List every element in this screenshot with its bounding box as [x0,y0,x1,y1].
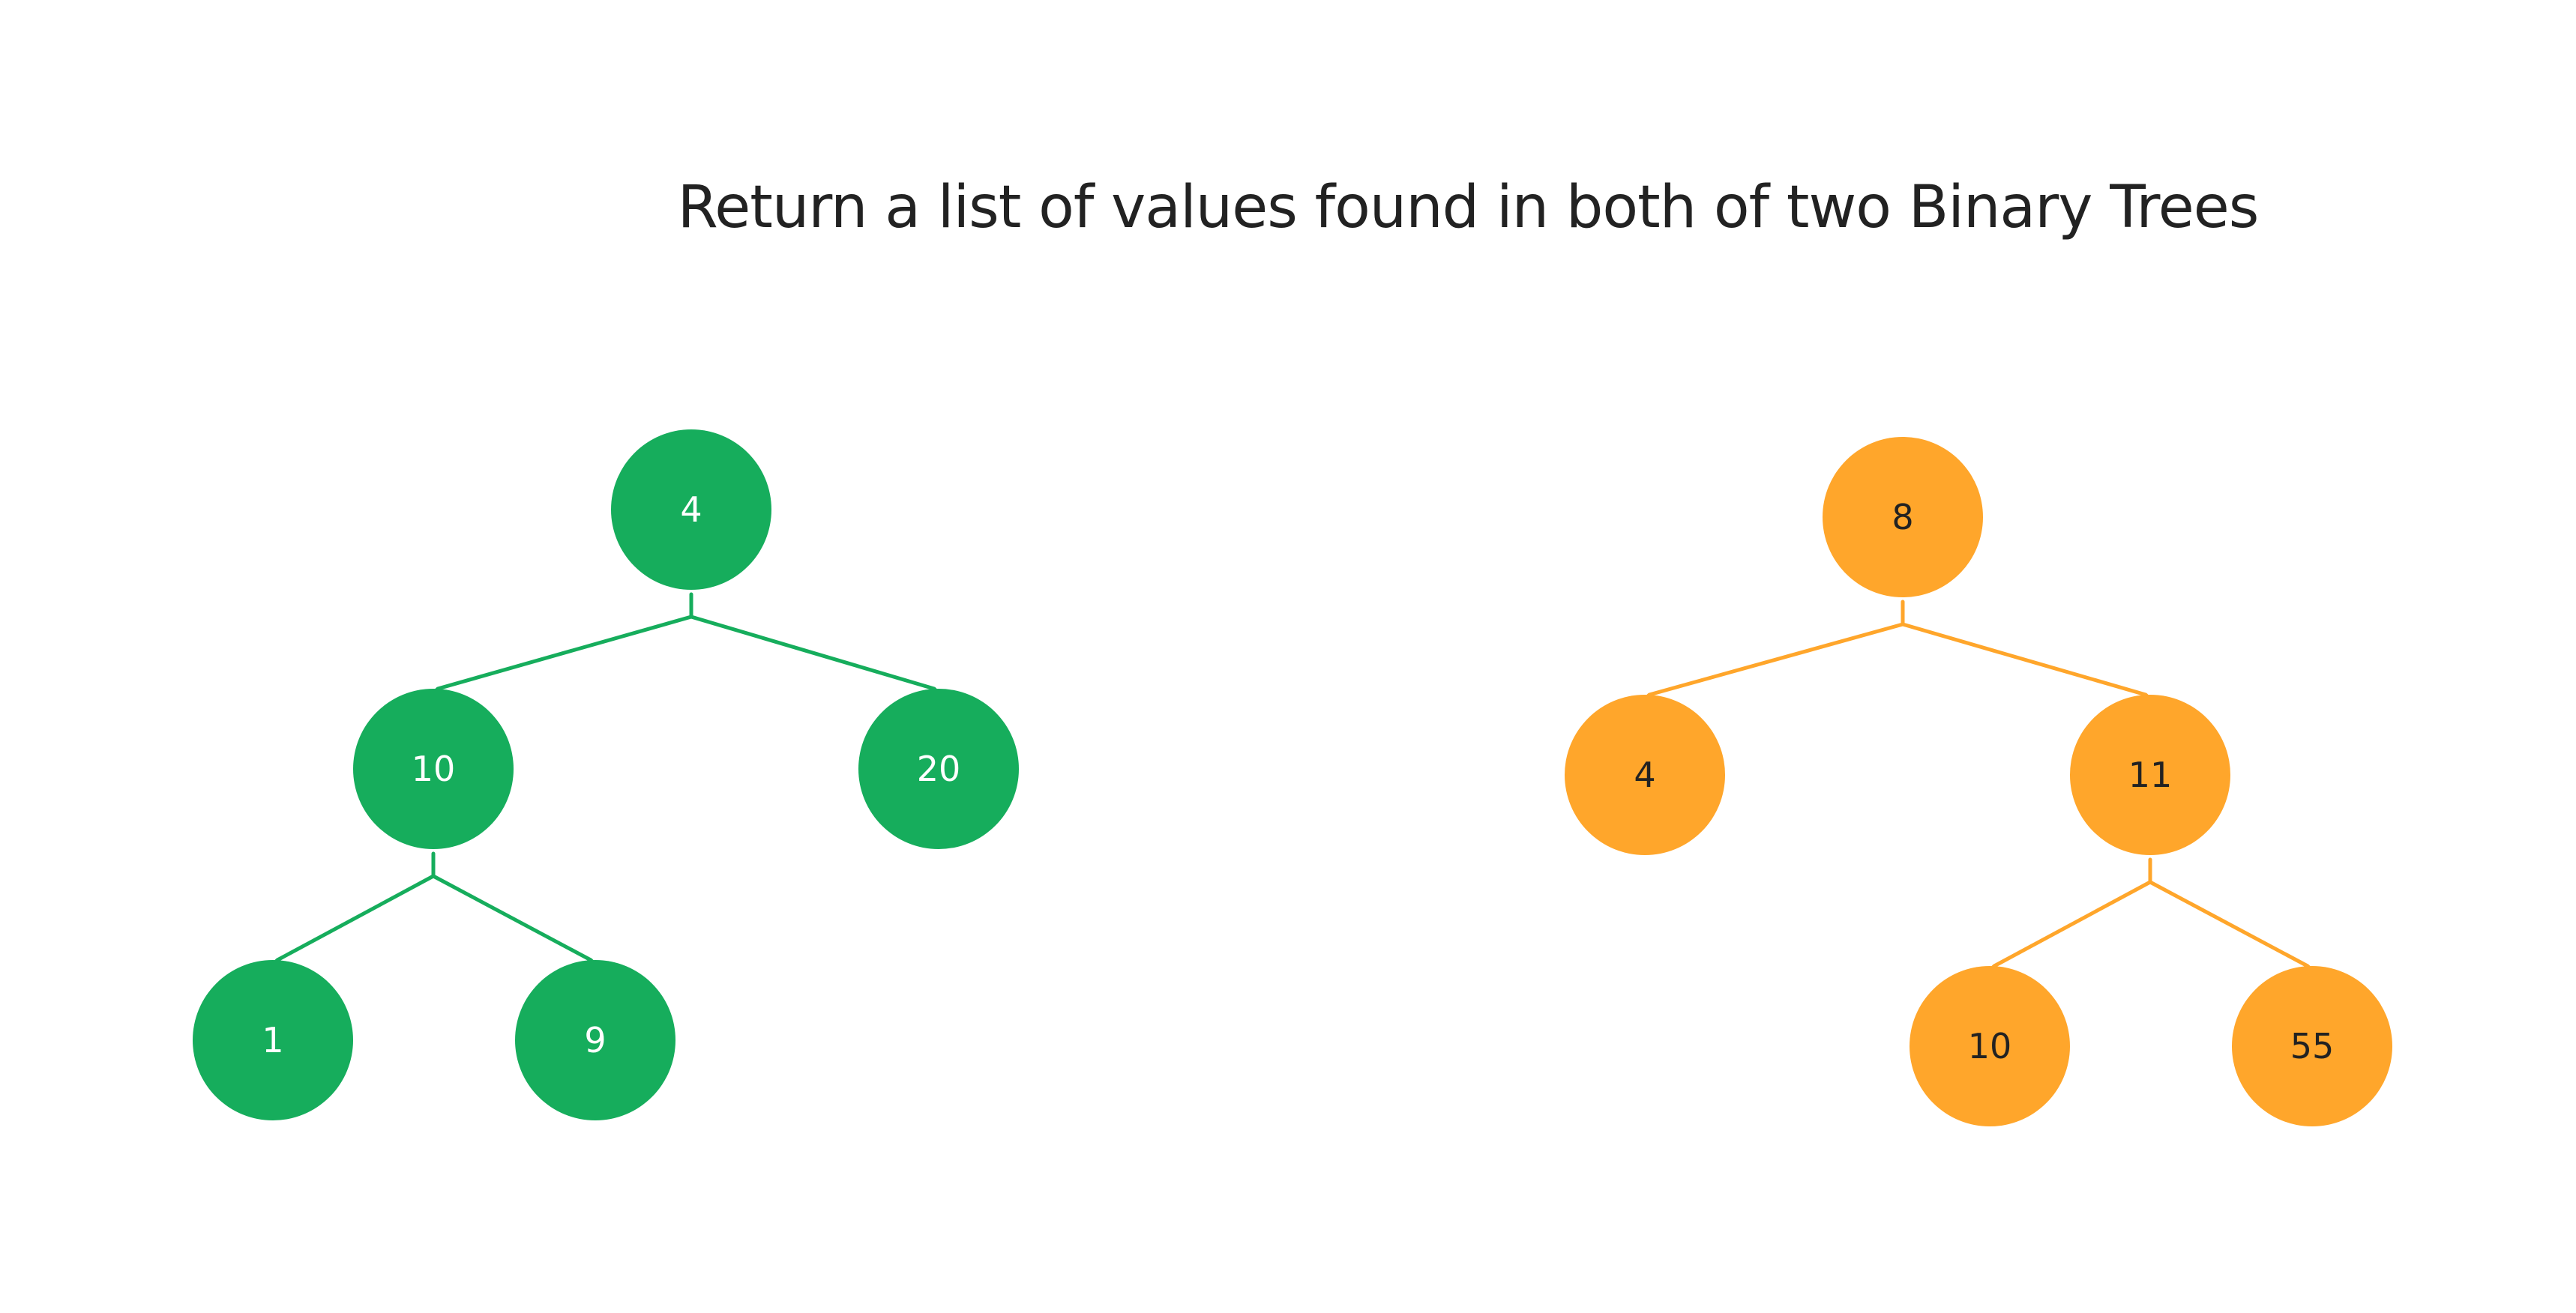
tree-node-11: 11 [2070,695,2230,855]
tree-node-20: 20 [858,689,1019,849]
node-circle [193,960,353,1120]
node-circle [1910,966,2070,1126]
node-circle [515,960,675,1120]
connector-4 [431,592,941,695]
tree-node-1: 1 [193,960,353,1120]
tree-node-8: 8 [1823,437,1983,597]
node-label: 4 [680,489,702,530]
page-title: Return a list of values found in both of… [677,174,2260,241]
tree-a: 4 10 1 9 20 [193,429,1019,1120]
node-circle [1823,437,1983,597]
tree-b: 8 4 11 10 55 [1565,437,2392,1126]
node-label: 55 [2290,1026,2335,1066]
node-label: 10 [412,749,456,789]
node-label: 11 [2128,755,2173,795]
node-circle [2070,695,2230,855]
node-label: 10 [1968,1026,2012,1066]
tree-node-4: 4 [1565,695,1725,855]
node-circle [1565,695,1725,855]
connector-10 [271,851,598,967]
node-label: 1 [262,1020,283,1060]
tree-node-9: 9 [515,960,675,1120]
connector-11 [1987,857,2314,973]
node-label: 9 [584,1020,606,1060]
node-circle [353,689,514,849]
node-label: 4 [1634,755,1655,795]
node-circle [2232,966,2392,1126]
tree-node-10: 10 [353,689,514,849]
tree-node-10: 10 [1910,966,2070,1126]
tree-node-4: 4 [611,429,771,590]
tree-node-55: 55 [2232,966,2392,1126]
node-label: 20 [917,749,961,789]
connector-8 [1643,600,2152,701]
node-circle [858,689,1019,849]
node-circle [611,429,771,590]
node-label: 8 [1892,497,1913,537]
